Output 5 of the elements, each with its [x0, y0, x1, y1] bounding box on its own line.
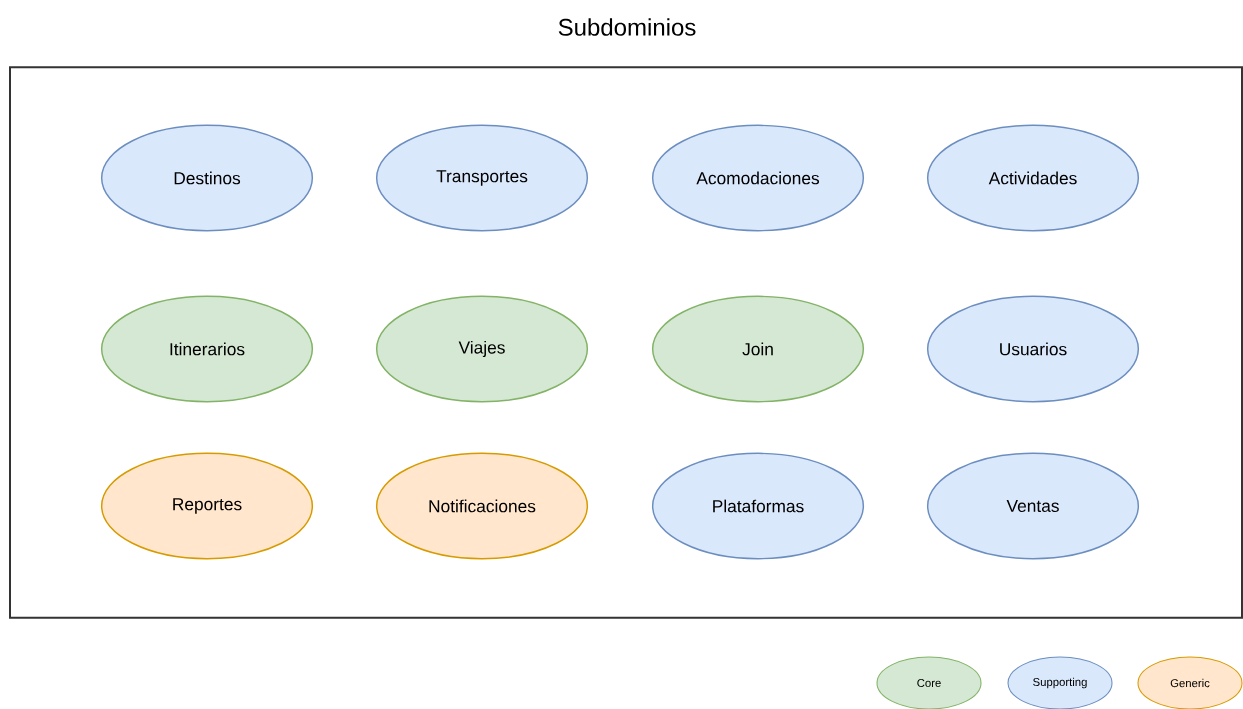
- legend-label: Supporting: [1033, 677, 1087, 689]
- legend-label: Generic: [1170, 678, 1210, 688]
- frame-box: [9, 66, 1243, 619]
- title: Subdominios: [558, 18, 696, 36]
- legend-label: Core: [917, 679, 941, 687]
